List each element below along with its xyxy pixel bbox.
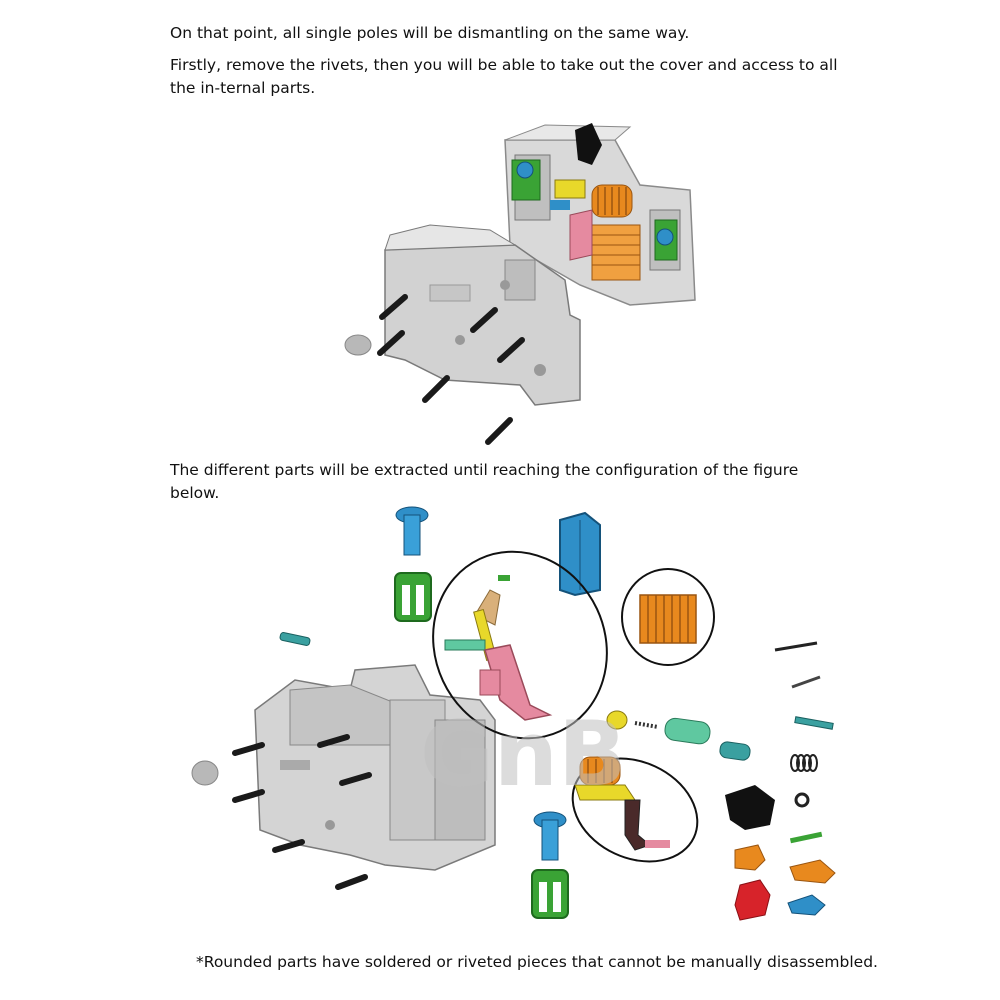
highlight-circle-contacts [432,550,608,740]
rivet [272,839,305,853]
contact-assembly [444,575,553,721]
latch-orange [734,844,766,871]
green-pin [789,831,823,844]
highlight-circle-coil [571,757,699,863]
rivet [379,294,408,320]
wire-spring [774,641,818,652]
pin [794,716,834,730]
wire-spring [791,675,821,689]
rivet [232,789,265,803]
rivet-cap [191,760,219,786]
rivets [377,294,525,445]
lever-orange [789,859,836,884]
rivet-cap [344,334,372,356]
breaker-housing-assembled [254,664,496,871]
figure-exploded-parts: GnB [180,495,850,935]
highlight-circle-arc-chute [621,568,715,666]
rivet [339,772,372,786]
latch-red [734,879,771,921]
rivet [377,330,405,356]
rivet [470,307,498,333]
rivet [232,742,265,756]
handle-black [725,785,775,830]
figure-cover-removal [330,115,710,455]
rivet [317,734,350,748]
coil-spring [790,754,818,772]
extraction-paragraph: The different parts will be extracted un… [170,461,799,502]
footnote: *Rounded parts have soldered or riveted … [196,953,878,971]
terminal-clamp-top [394,572,432,622]
rivet [485,417,513,445]
small-parts [725,641,836,921]
plunger-parts [606,710,751,761]
internal-parts [511,123,678,281]
rivet [422,375,450,403]
rivets [232,734,372,890]
intro-paragraph: On that point, all single poles will be … [170,24,690,42]
terminal-clamp-bottom [531,869,569,919]
trip-coil-assembly [574,756,670,851]
arc-chute-stack [639,594,697,644]
ring [794,792,810,808]
terminal-screw-bottom [533,811,567,861]
terminal-screw-top [395,506,429,556]
clip-blue [787,894,826,916]
instructions-paragraph: Firstly, remove the rivets, then you wil… [170,56,838,97]
rivet [335,874,368,890]
watermark: GnB [420,702,627,807]
rivet [497,337,525,363]
small-pin-left [279,632,311,646]
